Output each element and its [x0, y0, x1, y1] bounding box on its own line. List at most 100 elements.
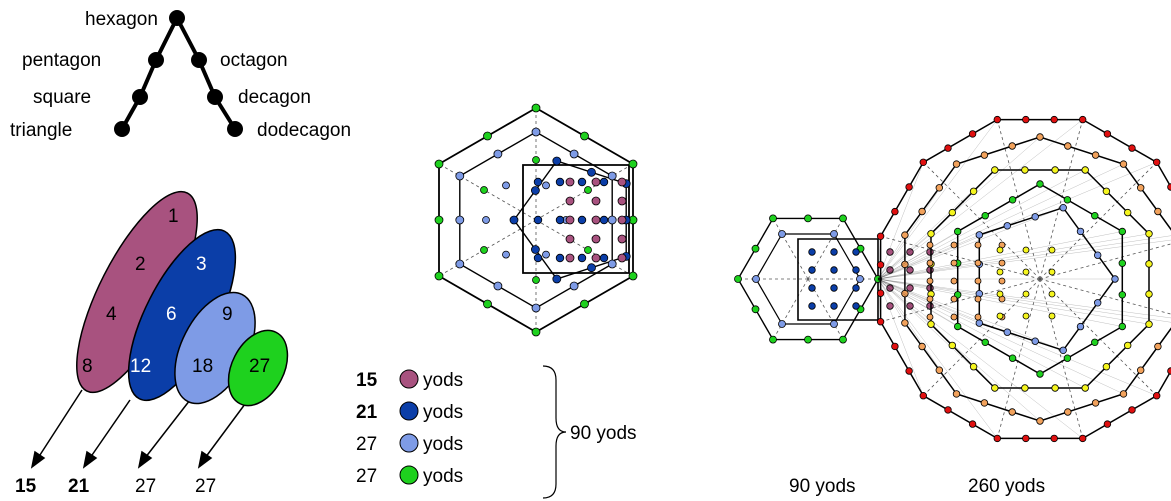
yod-green: [480, 186, 488, 194]
dashed-line: [772, 278, 809, 340]
yod-magenta: [591, 234, 601, 244]
yod-yellow: [1022, 312, 1030, 320]
yod-ring: [1136, 366, 1145, 374]
ellipse-number: 9: [222, 304, 233, 325]
spoke-line: [877, 278, 958, 327]
yod-ring: [1145, 290, 1153, 298]
yod-orange: [950, 259, 958, 267]
yod-ring: [1076, 322, 1085, 331]
dashed-line: [535, 219, 634, 277]
spoke-line: [877, 278, 1150, 325]
yod-ring: [1123, 208, 1132, 217]
yod-ring: [1059, 203, 1067, 212]
yod-ring: [901, 260, 909, 269]
yod-ring: [1103, 130, 1112, 138]
spoke-line: [877, 278, 1124, 395]
tree-label-decagon: decagon: [238, 87, 311, 108]
yod-ring: [1102, 363, 1111, 371]
spoke-line: [877, 278, 1041, 422]
spoke-line: [877, 162, 1157, 280]
spoke-line: [877, 236, 881, 280]
legend-count: 21: [356, 402, 378, 423]
yod-light-blue: [830, 320, 838, 328]
yod-light-blue: [542, 250, 550, 259]
yod-ring: [876, 261, 885, 269]
count-label: 21: [68, 476, 90, 497]
yod-light-blue: [607, 171, 617, 181]
yod-yellow: [996, 268, 1004, 276]
yod-green: [751, 244, 760, 253]
yod-ring: [1008, 354, 1017, 362]
yod-blue: [533, 215, 543, 225]
yod-ring: [1119, 390, 1128, 398]
yod-magenta: [886, 284, 894, 292]
legend-dot-magenta: [399, 369, 419, 389]
yod-ring: [944, 406, 952, 414]
yod-ring: [944, 144, 952, 152]
yod-blue: [599, 177, 609, 187]
yod-green: [839, 214, 847, 223]
yod-ring: [1128, 406, 1136, 414]
tree-label-hexagon: hexagon: [85, 9, 158, 30]
yod-ring: [935, 366, 943, 374]
dashed-line: [438, 163, 537, 221]
yod-ring: [993, 434, 1001, 443]
yod-ring: [1003, 328, 1011, 336]
polygon-outline: [978, 206, 1116, 352]
spoke-line: [877, 234, 906, 280]
yod-light-blue: [830, 230, 838, 238]
spoke-line: [877, 231, 1123, 280]
yod-ring: [918, 207, 926, 216]
right-label-260: 260 yods: [968, 476, 1045, 497]
yod-blue: [577, 215, 587, 225]
yod-green: [751, 305, 760, 314]
yod-blue: [577, 177, 587, 187]
yod-green: [628, 271, 638, 281]
yod-ring: [954, 227, 962, 236]
yod-ring: [969, 363, 978, 371]
yod-ring: [1008, 196, 1017, 204]
yod-light-blue: [778, 230, 786, 238]
yod-ring: [1145, 320, 1153, 328]
yod-ring: [1031, 213, 1039, 221]
yod-blue: [555, 215, 565, 225]
yod-ring: [1118, 259, 1126, 267]
yod-light-blue: [493, 149, 503, 159]
legend-count: 15: [356, 370, 378, 391]
spoke-line: [877, 163, 1124, 280]
yod-ring: [975, 319, 983, 327]
yod-ring: [1102, 187, 1111, 195]
tree-node-triangle: [114, 121, 130, 137]
yod-orange: [974, 295, 982, 303]
yod-ring: [901, 231, 909, 239]
legend-count: 27: [356, 466, 377, 487]
tree-node-octagon: [191, 52, 207, 68]
spoke-line: [877, 278, 1123, 327]
yod-blue: [830, 248, 838, 256]
yod-green: [839, 335, 847, 344]
yod-magenta: [906, 302, 914, 310]
yod-ring: [1064, 408, 1072, 416]
yod-magenta: [565, 177, 575, 187]
yod-blue: [808, 248, 816, 256]
yod-orange: [926, 295, 934, 303]
yod-ring: [1021, 384, 1029, 392]
yod-light-blue: [542, 181, 550, 190]
dashed-line: [1039, 278, 1157, 396]
yod-ring: [968, 130, 977, 138]
yod-ring: [1008, 408, 1016, 416]
yod-light-blue: [569, 149, 579, 159]
spoke-line: [877, 278, 881, 322]
yod-ring: [876, 232, 885, 240]
legend-brace: [542, 365, 567, 499]
yod-magenta: [617, 177, 627, 187]
yod-magenta: [886, 266, 894, 274]
yod-ring: [1036, 133, 1044, 141]
dashed-line: [772, 218, 809, 280]
yod-ring: [1036, 370, 1044, 378]
yod-green: [531, 103, 541, 113]
yod-ring: [993, 115, 1001, 124]
yod-ring: [891, 342, 899, 351]
legend-dot-blue: [399, 401, 419, 421]
yod-blue: [852, 248, 860, 256]
